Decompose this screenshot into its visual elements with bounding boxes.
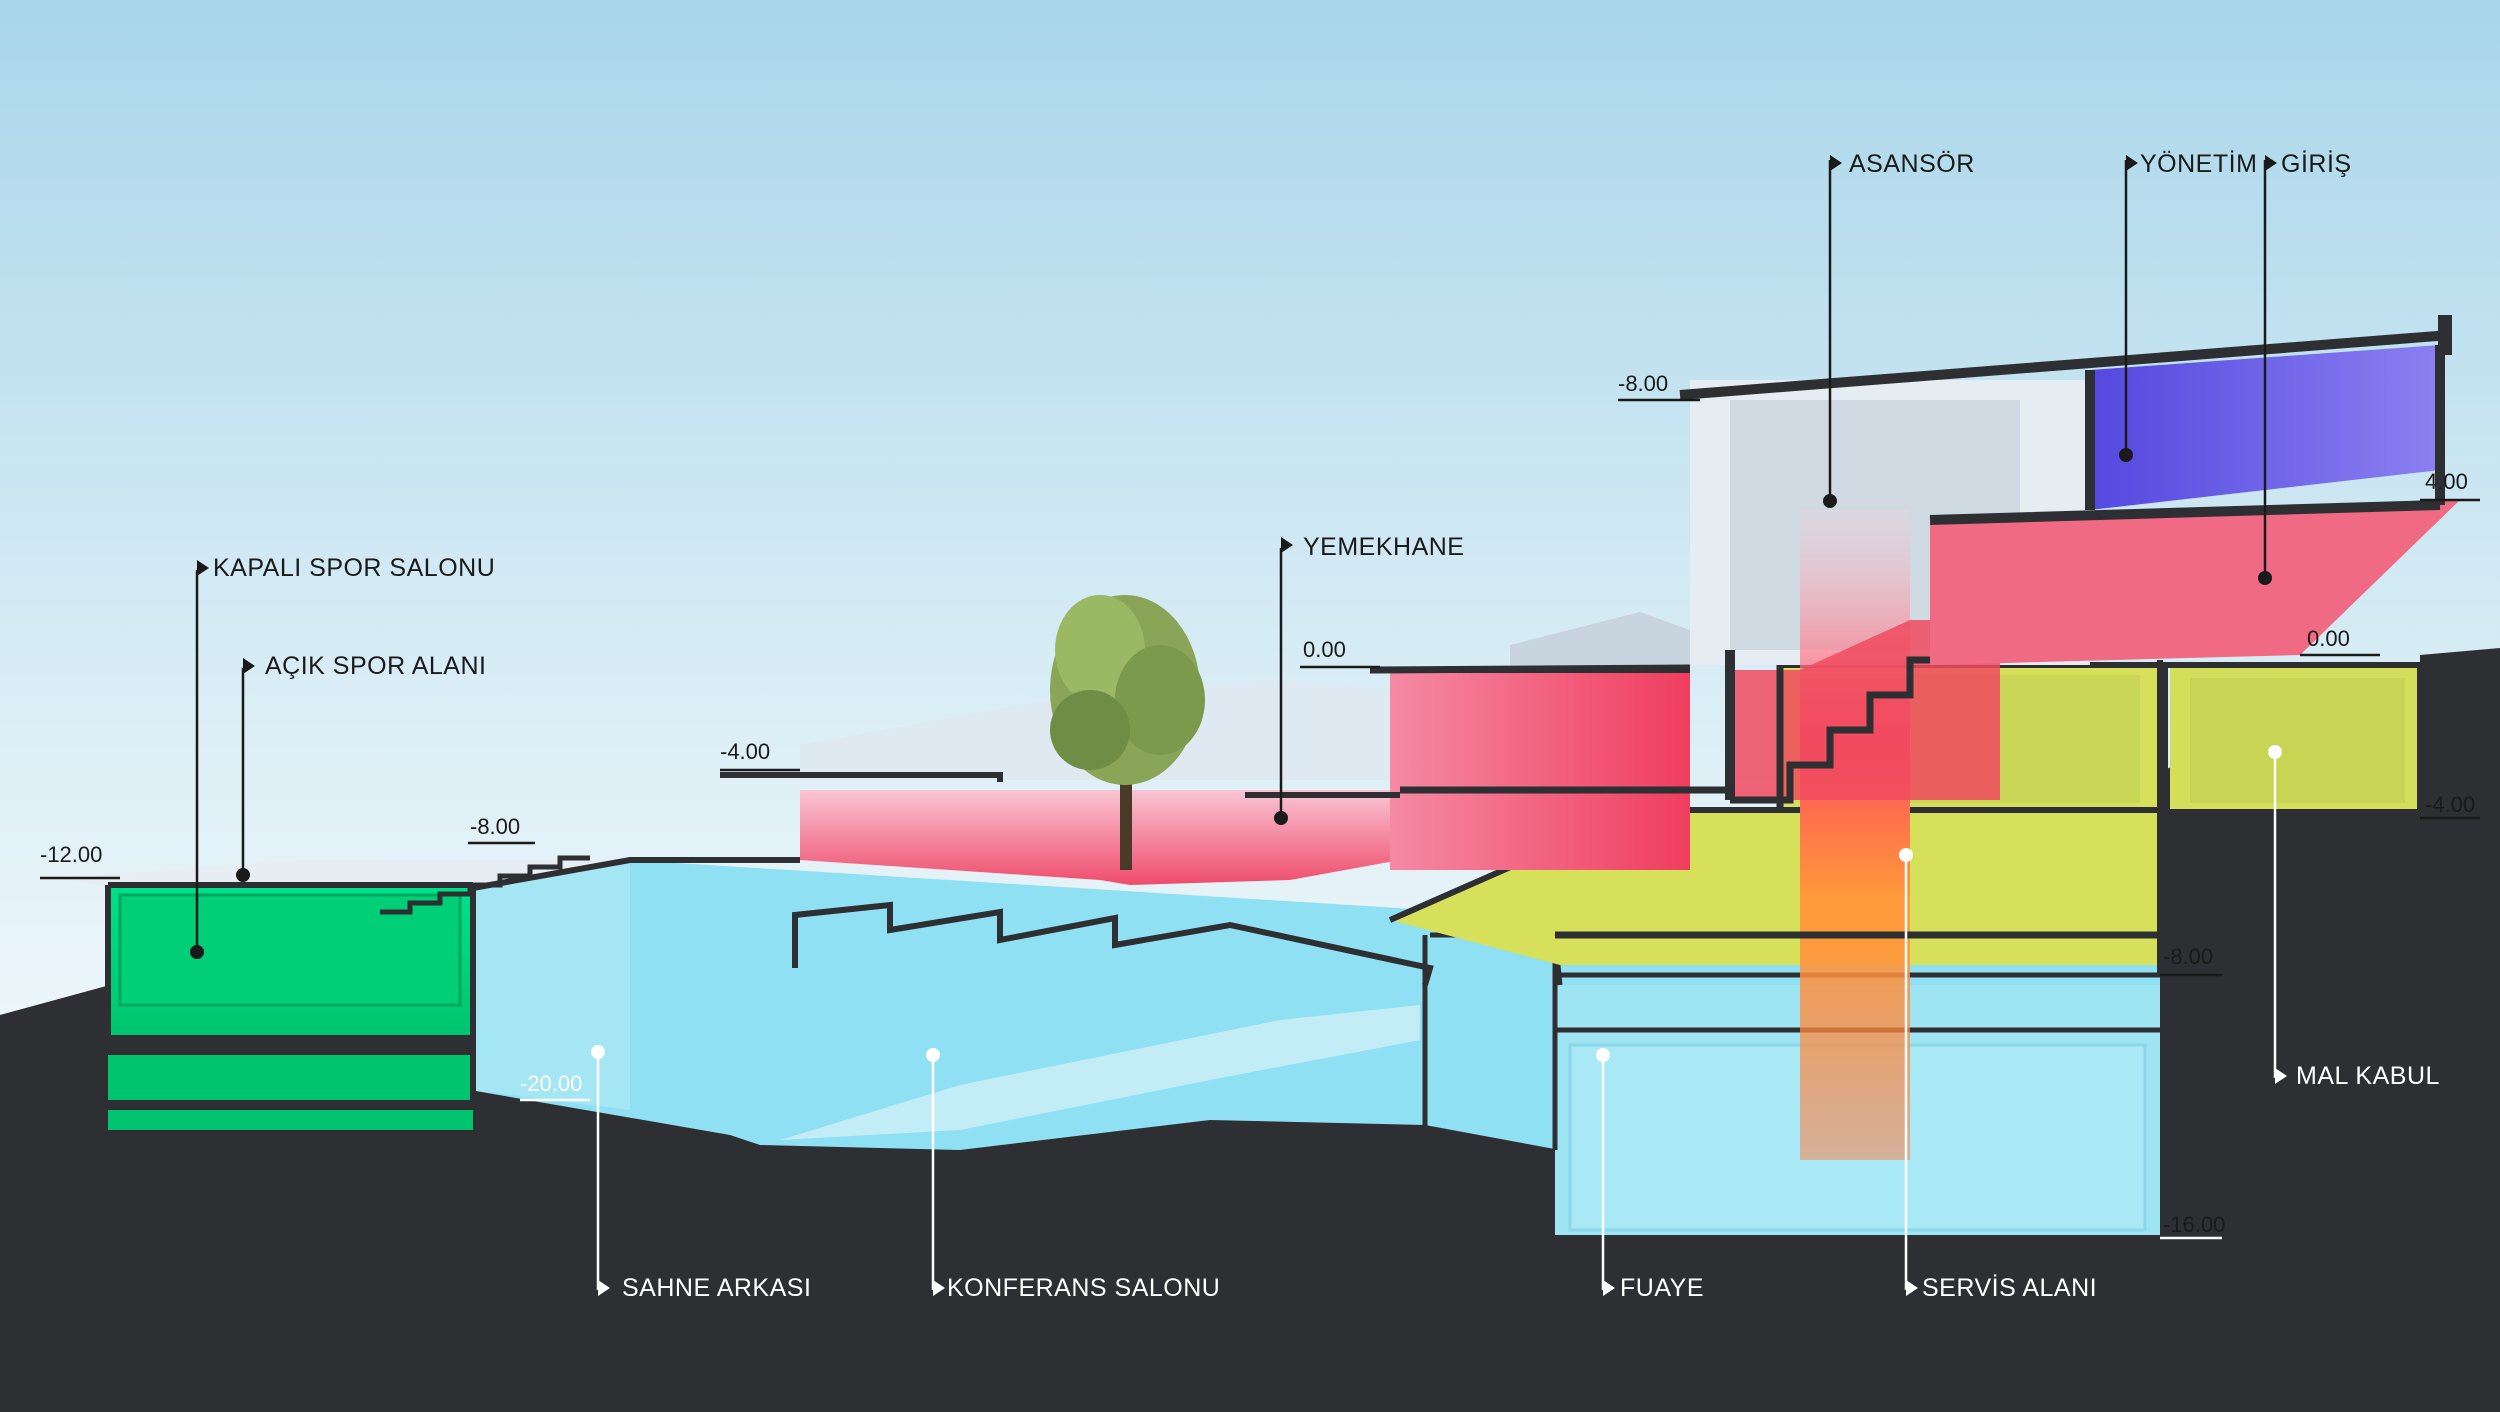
label-acik-spor-alani: AÇIK SPOR ALANI (265, 652, 487, 680)
level-minus-4-right: -4.00 (2425, 792, 2476, 817)
leader-dots-light (591, 745, 2282, 1062)
label-kapali-spor-salonu: KAPALI SPOR SALONU (213, 554, 496, 582)
sport-hall-lower-line (108, 1045, 473, 1055)
level-lines-light (520, 1098, 2222, 1240)
dining-hall (800, 790, 1400, 885)
level-minus-4-left: -4.00 (720, 739, 771, 764)
label-yonetim: YÖNETİM (2140, 150, 2258, 178)
level-minus-8-left: -8.00 (470, 814, 521, 839)
leader-flags-dark (197, 155, 2277, 674)
dining-upper (1390, 670, 1690, 870)
label-giris: GİRİŞ (2281, 150, 2352, 178)
label-yemekhane: YEMEKHANE (1303, 533, 1465, 561)
level-zero-right: 0.00 (2307, 626, 2350, 651)
leader-lines-dark (195, 160, 2267, 955)
auditorium-seating (780, 1005, 1420, 1140)
auditorium-steps (792, 901, 1434, 986)
blue-zone-left (470, 860, 630, 1110)
elevator-shaft (1800, 510, 1910, 1160)
level-zero-mid: 0.00 (1303, 637, 1346, 662)
level-lines (40, 398, 2480, 977)
level-minus-8-top: -8.00 (1618, 371, 1669, 396)
label-konferans-salonu: KONFERANS SALONU (947, 1274, 1221, 1302)
stair-core (1730, 620, 2000, 800)
sport-hall-lower (108, 1045, 473, 1130)
leader-lines-light (596, 752, 2277, 1290)
level-minus-20: -20.00 (520, 1071, 583, 1096)
open-sport-plane (60, 860, 640, 888)
roof-slab (1679, 330, 2451, 800)
level-minus-8-right: -8.00 (2163, 944, 2214, 969)
ground-right (2420, 648, 2500, 1407)
level-minus-16: -16.00 (2163, 1212, 2226, 1237)
label-servis-alani: SERVİS ALANI (1922, 1274, 2098, 1302)
entrance-lounge (1930, 500, 2460, 665)
level-4: 4.00 (2425, 469, 2468, 494)
sport-roof-edge (105, 857, 800, 1110)
label-asansor: ASANSÖR (1849, 150, 1975, 178)
sport-hall-base (108, 1100, 473, 1110)
yellow-inner-2 (2190, 678, 2405, 803)
skylight (1510, 612, 1690, 665)
level-minus-12: -12.00 (40, 842, 103, 867)
label-sahne-arkasi: SAHNE ARKASI (622, 1274, 812, 1302)
roof-end (2438, 315, 2452, 355)
leader-dots-dark (190, 448, 2272, 959)
label-mal-kabul: MAL KABUL (2296, 1062, 2440, 1090)
tree (1050, 595, 1205, 870)
floor-slabs (1369, 664, 2160, 939)
label-fuaye: FUAYE (1620, 1274, 1704, 1302)
leader-flags-light (598, 1068, 2287, 1296)
